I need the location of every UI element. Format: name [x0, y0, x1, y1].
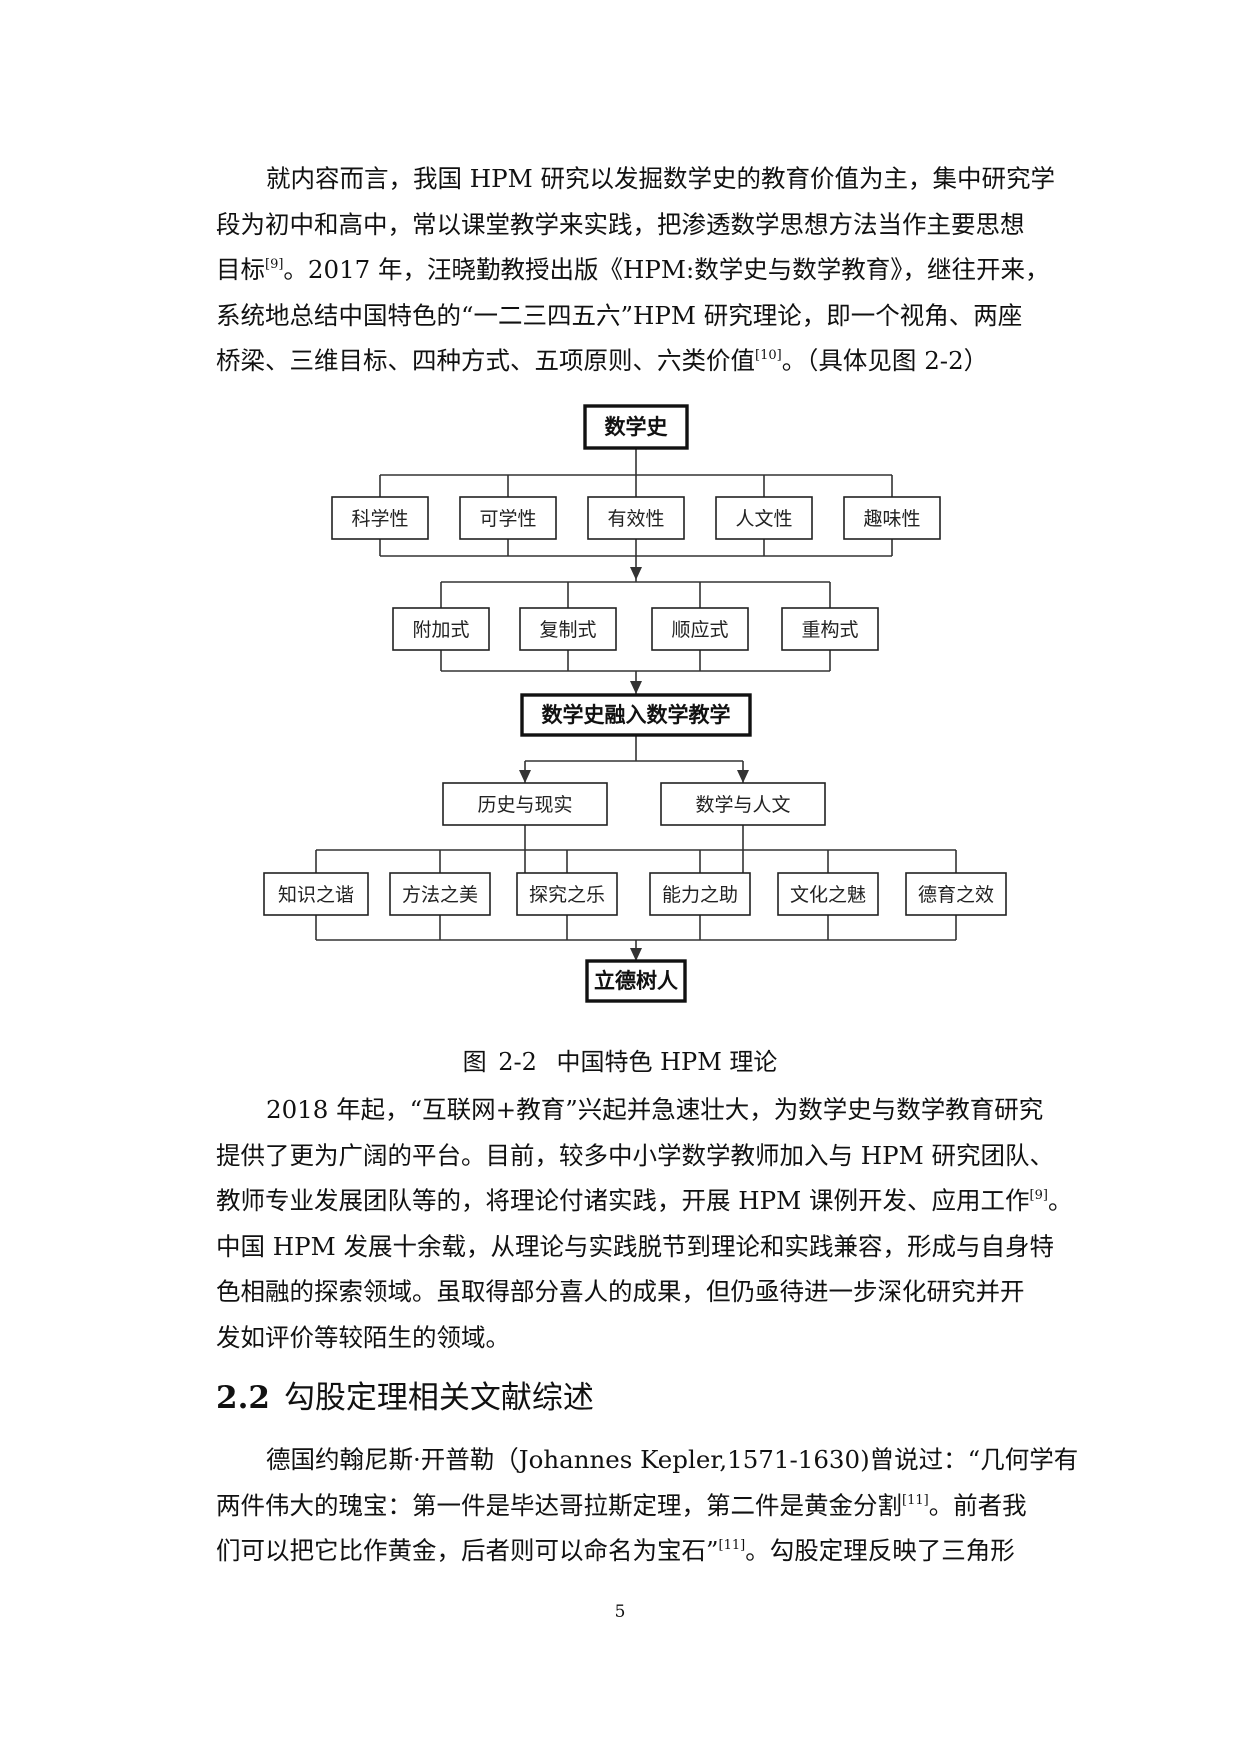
bridge-row: 历史与现实 数学与人文 [442, 782, 826, 826]
figure-caption: 图 2-2 中国特色 HPM 理论 [0, 1042, 1240, 1077]
effect-node: 能力之助 [662, 884, 738, 906]
text-line: 桥梁、三维目标、四种方式、五项原则、六类价值[10]。（具体见图 2-2） [216, 346, 989, 375]
effect-node: 知识之谐 [278, 884, 354, 906]
value-node: 人文性 [735, 508, 792, 530]
paragraph-3: 德国约翰尼斯·开普勒（Johannes Kepler,1571-1630)曾说过… [216, 1437, 1079, 1574]
value-node: 科学性 [351, 508, 408, 530]
page-number: 5 [614, 1602, 626, 1622]
node-moral-education: 立德树人 [585, 959, 687, 1003]
caption-text: 中国特色 HPM 理论 [556, 1048, 778, 1076]
caption-label: 图 [462, 1048, 487, 1076]
method-row: 附加式 复制式 顺应式 重构式 [392, 607, 879, 651]
value-node: 趣味性 [863, 508, 920, 530]
text-line: 提供了更为广阔的平台。目前，较多中小学数学教师加入与 HPM 研究团队、 [216, 1140, 1055, 1170]
arrow-down-icon [630, 948, 642, 961]
bridge-node: 数学与人文 [695, 794, 790, 816]
citation-ref: [11] [902, 1492, 929, 1508]
hpm-theory-diagram: 数学史 科学性 可学性 有效性 人文性 趣味性 附加式 复制式 顺应式 重构式 … [263, 404, 1007, 1003]
arrow-down-icon [630, 567, 642, 580]
text-line: 德国约翰尼斯·开普勒（Johannes Kepler,1571-1630)曾说过… [266, 1445, 1079, 1474]
citation-ref: [9] [265, 257, 284, 272]
text-line: 就内容而言，我国 HPM 研究以发掘数学史的教育价值为主，集中研究学 [266, 164, 1056, 193]
value-node: 有效性 [607, 508, 664, 530]
text-line: 2018 年起，“互联网+教育”兴起并急速壮大，为数学史与数学教育研究 [266, 1095, 1044, 1124]
citation-ref: [11] [718, 1538, 746, 1553]
text-line: 色相融的探索领域。虽取得部分喜人的成果，但仍亟待进一步深化研究并开 [216, 1277, 1025, 1306]
paragraph-2: 2018 年起，“互联网+教育”兴起并急速壮大，为数学史与数学教育研究 提供了更… [216, 1087, 1073, 1360]
arrow-down-icon [737, 770, 749, 783]
text-line: 发如评价等较陌生的领域。 [216, 1322, 510, 1352]
node-label: 数学史 [605, 415, 669, 439]
effect-node: 探究之乐 [529, 884, 605, 906]
citation-ref: [9] [1029, 1188, 1048, 1203]
node-label: 数学史融入数学教学 [542, 703, 731, 727]
bridge-node: 历史与现实 [477, 794, 572, 816]
citation-ref: [10] [755, 348, 782, 363]
section-title: 勾股定理相关文献综述 [283, 1380, 594, 1416]
node-math-history: 数学史 [583, 404, 689, 450]
section-number: 2.2 [216, 1380, 270, 1416]
effect-node: 德育之效 [918, 884, 994, 906]
method-node: 重构式 [801, 619, 858, 641]
node-integration: 数学史融入数学教学 [520, 693, 752, 737]
value-node: 可学性 [479, 508, 536, 530]
text-line: 们可以把它比作黄金，后者则可以命名为宝石”[11]。勾股定理反映了三角形 [216, 1536, 1015, 1565]
text-line: 段为初中和高中，常以课堂教学来实践，把渗透数学思想方法当作主要思想 [216, 209, 1025, 239]
effect-row: 知识之谐 方法之美 探究之乐 能力之助 文化之魅 德育之效 [263, 872, 1007, 916]
text-line: 目标[9]。2017 年，汪晓勤教授出版《HPM:数学史与数学教育》，继往开来， [216, 255, 1050, 284]
value-row: 科学性 可学性 有效性 人文性 趣味性 [331, 496, 941, 540]
caption-number: 2-2 [498, 1048, 537, 1076]
section-heading: 2.2 勾股定理相关文献综述 [216, 1372, 594, 1417]
text-line: 教师专业发展团队等的，将理论付诸实践，开展 HPM 课例开发、应用工作[9]。 [216, 1186, 1073, 1215]
arrow-down-icon [630, 681, 642, 694]
text-line: 中国 HPM 发展十余载，从理论与实践脱节到理论和实践兼容，形成与自身特 [216, 1231, 1055, 1261]
arrow-down-icon [519, 770, 531, 783]
effect-node: 文化之魅 [790, 884, 866, 906]
node-label: 立德树人 [594, 969, 678, 993]
text-line: 系统地总结中国特色的“一二三四五六”HPM 研究理论，即一个视角、两座 [216, 300, 1023, 330]
text-line: 两件伟大的瑰宝：第一件是毕达哥拉斯定理，第二件是黄金分割[11]。前者我 [216, 1490, 1027, 1520]
method-node: 附加式 [412, 619, 469, 641]
diagram-connectors [315, 448, 957, 961]
paragraph-1: 就内容而言，我国 HPM 研究以发掘数学史的教育价值为主，集中研究学 段为初中和… [216, 156, 1056, 384]
method-node: 顺应式 [671, 619, 728, 641]
effect-node: 方法之美 [402, 884, 478, 906]
method-node: 复制式 [539, 619, 596, 641]
